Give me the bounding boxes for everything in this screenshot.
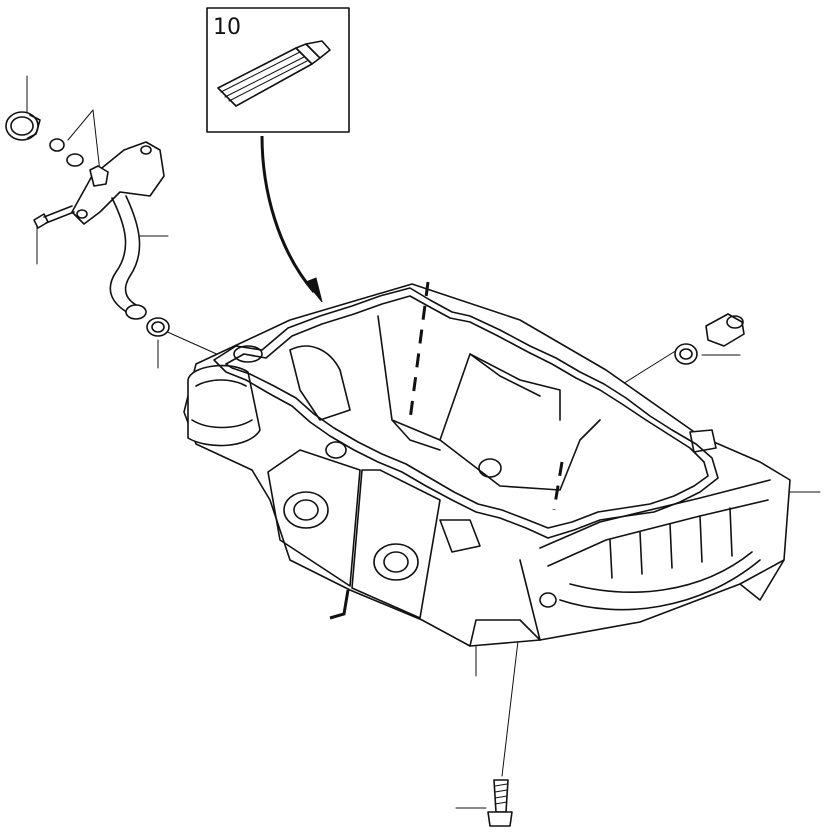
drain-plug-assembly bbox=[674, 313, 745, 365]
drain-washer-icon bbox=[674, 343, 698, 365]
pipe-bracket-icon bbox=[71, 141, 165, 225]
sealant-callout: 10 bbox=[206, 7, 350, 133]
oil-pipe-assembly bbox=[5, 111, 170, 337]
filler-cap-icon bbox=[5, 111, 41, 141]
bolt-small-icon bbox=[33, 205, 75, 229]
callout-arrow bbox=[260, 135, 323, 303]
drain-plug-icon bbox=[705, 313, 745, 347]
o-rings-icon bbox=[49, 138, 84, 167]
callout-box bbox=[206, 7, 350, 133]
sealant-tube-icon bbox=[217, 40, 331, 107]
alignment-dashes bbox=[329, 281, 564, 620]
callout-number: 10 bbox=[213, 15, 241, 40]
oil-sump-body bbox=[183, 283, 791, 647]
sump-gasket bbox=[213, 287, 719, 539]
oil-pipe-icon bbox=[109, 195, 147, 320]
seal-ring-icon bbox=[146, 317, 170, 337]
sump-bolt-icon bbox=[487, 779, 513, 827]
